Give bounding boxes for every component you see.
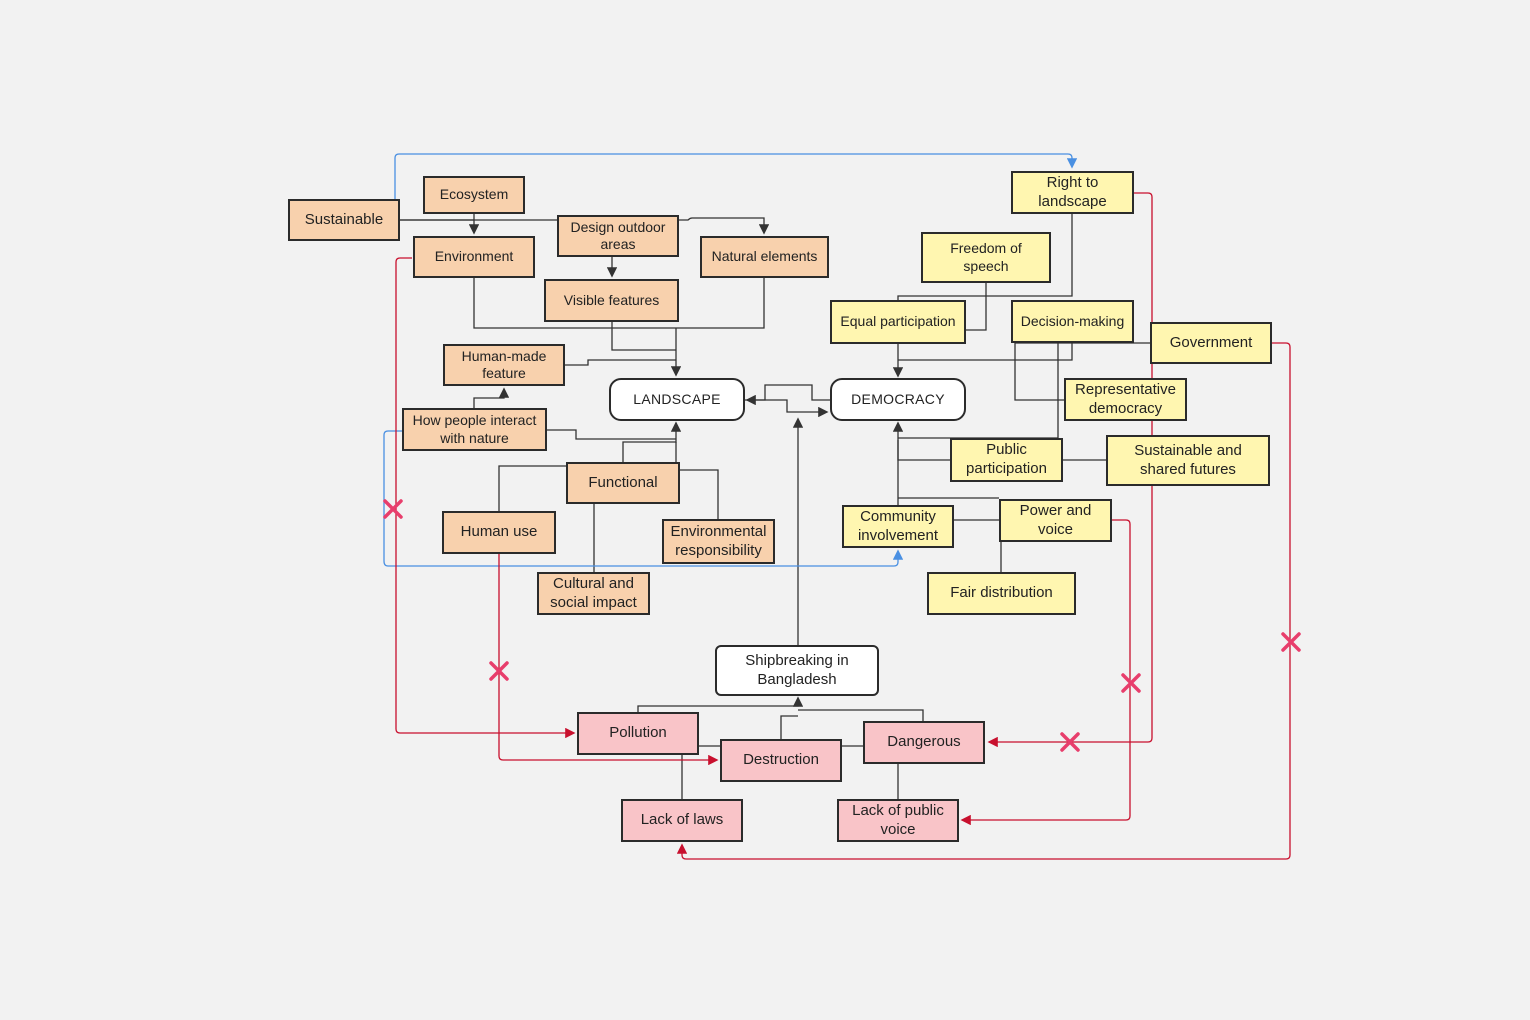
node-functional[interactable]: Functional (566, 462, 680, 504)
link-pollution-ship (637, 696, 804, 712)
link-howpeople-community (383, 430, 904, 567)
link-government-laws (676, 342, 1291, 860)
node-environment[interactable]: Environment (413, 236, 535, 278)
node-landscape[interactable]: LANDSCAPE (609, 378, 745, 421)
link-environment-landscape (473, 278, 676, 329)
link-sustainable-natural (400, 217, 770, 235)
link-natural-landscape (676, 278, 765, 329)
node-lack-of-public-voice[interactable]: Lack of public voice (837, 799, 959, 842)
node-government[interactable]: Government (1150, 322, 1272, 364)
cross-mark-icon (1058, 730, 1082, 754)
link-democracy-landscape (745, 384, 830, 406)
node-freedom-of-speech[interactable]: Freedom of speech (921, 232, 1051, 283)
node-how-people-interact[interactable]: How people interact with nature (402, 408, 547, 451)
node-natural-elements[interactable]: Natural elements (700, 236, 829, 278)
node-cultural-social-impact[interactable]: Cultural and social impact (537, 572, 650, 615)
node-sustainable[interactable]: Sustainable (288, 199, 400, 241)
link-humanuse-destruction (498, 554, 719, 766)
cross-mark-icon (381, 497, 405, 521)
node-ecosystem[interactable]: Ecosystem (423, 176, 525, 214)
cross-mark-icon (1279, 630, 1303, 654)
link-right-democracy (897, 214, 1073, 300)
link-envresp-functional (675, 442, 719, 519)
node-decision-making[interactable]: Decision-making (1011, 300, 1134, 343)
link-humanmade-landscape (565, 359, 676, 366)
node-public-participation[interactable]: Public participation (950, 438, 1063, 482)
node-dangerous[interactable]: Dangerous (863, 721, 985, 764)
node-fair-distribution[interactable]: Fair distribution (927, 572, 1076, 615)
link-government-democracy (1014, 342, 1150, 360)
cross-mark-icon (1119, 671, 1143, 695)
node-community-involvement[interactable]: Community involvement (842, 505, 954, 548)
link-environment-pollution (395, 257, 576, 739)
cross-mark-icon (487, 659, 511, 683)
link-public-democracy (892, 421, 952, 461)
node-pollution[interactable]: Pollution (577, 712, 699, 755)
link-landscape-democracy (745, 399, 829, 418)
node-representative-democracy[interactable]: Representative democracy (1064, 378, 1187, 421)
node-human-use[interactable]: Human use (442, 511, 556, 554)
link-decision-democracy (898, 343, 1073, 361)
node-design-outdoor-areas[interactable]: Design outdoor areas (557, 215, 679, 257)
node-visible-features[interactable]: Visible features (544, 279, 679, 322)
node-democracy[interactable]: DEMOCRACY (830, 378, 966, 421)
link-representative-democracy (1014, 360, 1064, 401)
link-functional-landscape (622, 421, 682, 462)
node-human-made-feature[interactable]: Human-made feature (443, 344, 565, 386)
link-sustainable-right (394, 153, 1078, 200)
node-shipbreaking-bangladesh[interactable]: Shipbreaking in Bangladesh (715, 645, 879, 696)
node-sustainable-shared-futures[interactable]: Sustainable and shared futures (1106, 435, 1270, 486)
link-power-lackvoice (960, 519, 1131, 826)
link-destruction-ship (780, 715, 798, 739)
link-howpeople-humanmade (473, 387, 510, 408)
link-visible-landscape (611, 322, 676, 351)
node-destruction[interactable]: Destruction (720, 739, 842, 782)
node-right-to-landscape[interactable]: Right to landscape (1011, 171, 1134, 214)
node-power-and-voice[interactable]: Power and voice (999, 499, 1112, 542)
link-freedom-equal (966, 283, 987, 331)
link-dangerous-ship (798, 709, 924, 721)
node-lack-of-laws[interactable]: Lack of laws (621, 799, 743, 842)
node-equal-participation[interactable]: Equal participation (830, 300, 966, 344)
node-environmental-responsibility[interactable]: Environmental responsibility (662, 519, 775, 564)
link-howpeople-landscape (547, 429, 676, 440)
